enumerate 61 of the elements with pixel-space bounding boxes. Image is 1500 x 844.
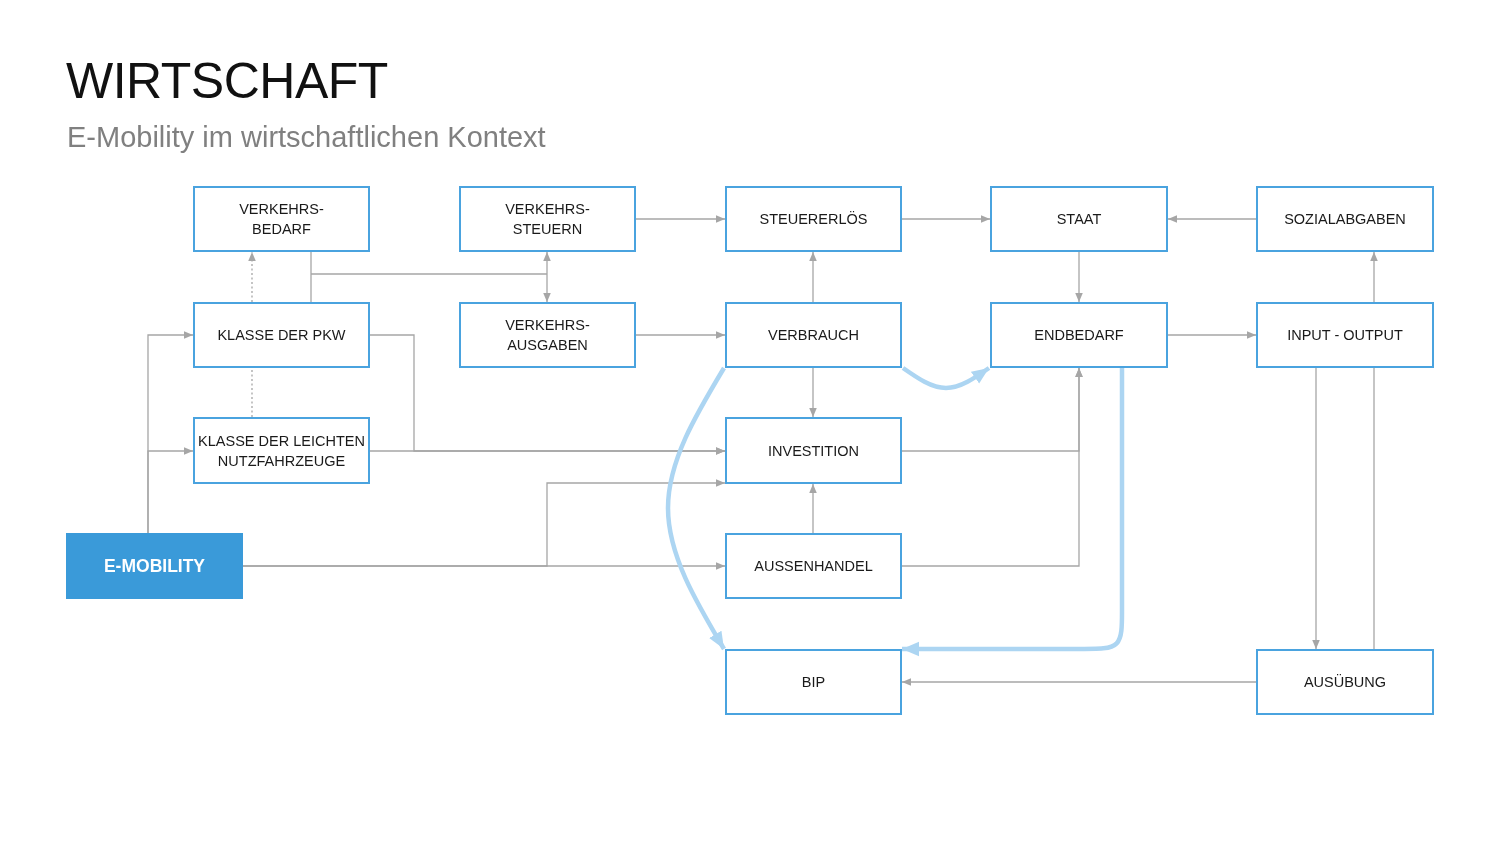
arrow: [543, 273, 551, 303]
arrow: [809, 367, 817, 418]
curved-arrow: [665, 366, 726, 651]
arrow: [1167, 331, 1257, 339]
arrow: [1167, 215, 1257, 223]
arrow: [147, 447, 194, 534]
title: WIRTSCHAFT: [66, 52, 388, 110]
connector-line: [1373, 367, 1375, 650]
arrow: [1075, 251, 1083, 303]
node-label: INPUT - OUTPUT: [1287, 326, 1403, 345]
node-label: INVESTITION: [767, 441, 859, 461]
node-label: E-MOBILITY: [103, 556, 206, 576]
connector-line: [310, 273, 312, 303]
process-box: [725, 417, 902, 484]
process-box: [193, 186, 370, 252]
process-box: [725, 649, 902, 715]
node-label: KLASSE DER PKW: [217, 326, 346, 345]
process-box: [725, 186, 902, 252]
arrow: [1312, 367, 1320, 650]
arrow: [901, 678, 1257, 686]
process-box: [459, 186, 636, 252]
node-label: SOZIALABGABEN: [1284, 210, 1406, 229]
node-label: BIP: [801, 673, 826, 692]
arrow: [809, 483, 817, 534]
curved-arrow: [902, 368, 1125, 657]
arrow: [369, 447, 726, 455]
process-box: [1256, 186, 1434, 252]
process-box: [725, 533, 902, 599]
arrow: [1370, 251, 1378, 303]
node-label: STAAT: [1056, 210, 1102, 229]
arrow: [901, 215, 991, 223]
arrow: [242, 479, 726, 567]
connector-line: [310, 273, 548, 275]
arrow: [543, 251, 551, 275]
process-box: [193, 302, 370, 368]
process-box: [1256, 649, 1434, 715]
node-label: VERKEHRS- AUSGABEN: [504, 316, 591, 355]
process-box: [990, 302, 1168, 368]
arrow: [635, 331, 726, 339]
highlighted-box: [66, 533, 243, 599]
process-box: [990, 186, 1168, 252]
node-label: VERBRAUCH: [767, 326, 859, 345]
node-label: VERKEHRS- STEUERN: [504, 200, 591, 239]
node-label: ENDBEDARF: [1034, 326, 1124, 345]
process-box: [725, 302, 902, 368]
process-box: [459, 302, 636, 368]
arrow: [901, 367, 1083, 567]
node-label: KLASSE DER LEICHTEN NUTZFAHRZEUGE: [197, 431, 366, 471]
arrow: [635, 215, 726, 223]
node-label: VERKEHRS- BEDARF: [238, 200, 325, 239]
node-label: AUSSENHANDEL: [754, 557, 873, 576]
process-box: [193, 417, 370, 484]
arrow: [809, 251, 817, 303]
connector-line: [310, 251, 312, 275]
subtitle: E-Mobility im wirtschaftlichen Kontext: [67, 120, 546, 155]
dotted-line: [251, 367, 253, 418]
dotted-arrow: [248, 251, 256, 303]
curved-arrow: [901, 366, 991, 391]
node-label: AUSÜBUNG: [1303, 673, 1387, 692]
node-label: STEUERERLÖS: [759, 210, 868, 229]
process-box: [1256, 302, 1434, 368]
